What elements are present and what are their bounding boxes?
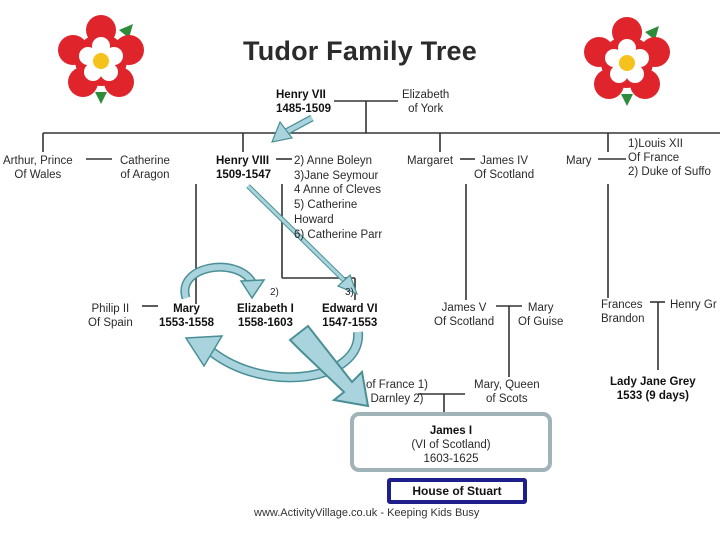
person-henry8: Henry VIII 1509-1547 bbox=[216, 154, 271, 182]
list-item: Of France bbox=[628, 152, 680, 164]
reign-dates: 1558-1603 bbox=[237, 317, 293, 329]
henry8-wives-list: 2) Anne Boleyn 3)Jane Seymour 4 Anne of … bbox=[294, 154, 382, 242]
person-mary-queen-of-scots: Mary, Queen of Scots bbox=[474, 379, 540, 405]
person-lady-jane-grey: Lady Jane Grey 1533 (9 days) bbox=[610, 375, 696, 403]
person-catherine-of-aragon: Catherine of Aragon bbox=[120, 155, 170, 181]
tudor-rose-icon bbox=[58, 15, 144, 104]
mary-sister-spouses: 1)Louis XII Of France 2) Duke of Suffo bbox=[628, 137, 711, 179]
arrow-edward6-to-james1 bbox=[288, 324, 370, 408]
person-henry7: Henry VII 1485-1509 bbox=[276, 88, 331, 116]
list-item: 3)Jane Seymour bbox=[294, 169, 379, 182]
person-james1: James I (VI of Scotland) 1603-1625 bbox=[350, 424, 552, 466]
marker-three: 3) bbox=[345, 287, 354, 298]
person-frances-brandon: Frances Brandon bbox=[601, 299, 645, 325]
person-name: Mary bbox=[173, 303, 200, 315]
james1-highlight-box bbox=[350, 412, 552, 472]
reign-dates: 1547-1553 bbox=[322, 317, 378, 329]
person-elizabeth1: Elizabeth I 1558-1603 bbox=[237, 302, 294, 330]
arrow-henry7-to-henry8 bbox=[271, 114, 314, 143]
person-james5: James V Of Scotland bbox=[434, 302, 495, 328]
list-item: 4 Anne of Cleves bbox=[294, 184, 381, 197]
list-item: 5) Catherine bbox=[294, 199, 358, 212]
reign-dates: 1553-1558 bbox=[159, 317, 214, 329]
person-edward6: Edward VI 1547-1553 bbox=[322, 302, 378, 330]
reign-dates: 1485-1509 bbox=[276, 103, 331, 115]
footer-credit: www.ActivityVillage.co.uk - Keeping Kids… bbox=[254, 507, 480, 519]
person-name: Lady Jane Grey bbox=[610, 376, 696, 388]
person-margaret: Margaret bbox=[407, 155, 454, 167]
person-mary-of-guise: Mary Of Guise bbox=[518, 302, 564, 328]
person-elizabeth-of-york: Elizabeth of York bbox=[402, 89, 450, 115]
spouses-francis-darnley: of France 1) Darnley 2) bbox=[366, 379, 428, 405]
house-of-stuart-label: House of Stuart bbox=[387, 478, 527, 504]
person-james4: James IV Of Scotland bbox=[474, 155, 535, 181]
succession-curve-arrow-top bbox=[180, 262, 266, 300]
page-title: Tudor Family Tree bbox=[243, 36, 477, 66]
list-item: Howard bbox=[294, 213, 334, 226]
person-name: Edward VI bbox=[322, 303, 378, 315]
person-philip2: Philip II Of Spain bbox=[88, 303, 133, 329]
person-name: James I bbox=[429, 425, 473, 437]
succession-curve-arrow-bottom bbox=[184, 331, 364, 383]
arrow-henry8-to-edward6 bbox=[246, 184, 359, 296]
reign-dates: 1603-1625 bbox=[423, 453, 479, 465]
reign-dates: 1509-1547 bbox=[216, 169, 271, 181]
list-item: 6) Catherine Parr bbox=[294, 228, 383, 241]
person-name: Henry VIII bbox=[216, 155, 270, 167]
list-item: 2) Duke of Suffo bbox=[628, 166, 711, 178]
person-name: Elizabeth I bbox=[237, 303, 294, 315]
list-item: 2) Anne Boleyn bbox=[294, 155, 373, 167]
person-mary1: Mary 1553-1558 bbox=[159, 302, 214, 330]
person-arthur: Arthur, Prince Of Wales bbox=[3, 155, 73, 181]
list-item: 1)Louis XII bbox=[628, 138, 683, 150]
person-name: Henry VII bbox=[276, 89, 326, 101]
tudor-rose-icon bbox=[584, 17, 670, 106]
reign-dates: 1533 (9 days) bbox=[616, 390, 689, 402]
marker-two: 2) bbox=[270, 287, 279, 298]
person-mary-tudor-sister: Mary bbox=[566, 155, 592, 167]
person-henry-grey: Henry Gr bbox=[670, 299, 717, 311]
